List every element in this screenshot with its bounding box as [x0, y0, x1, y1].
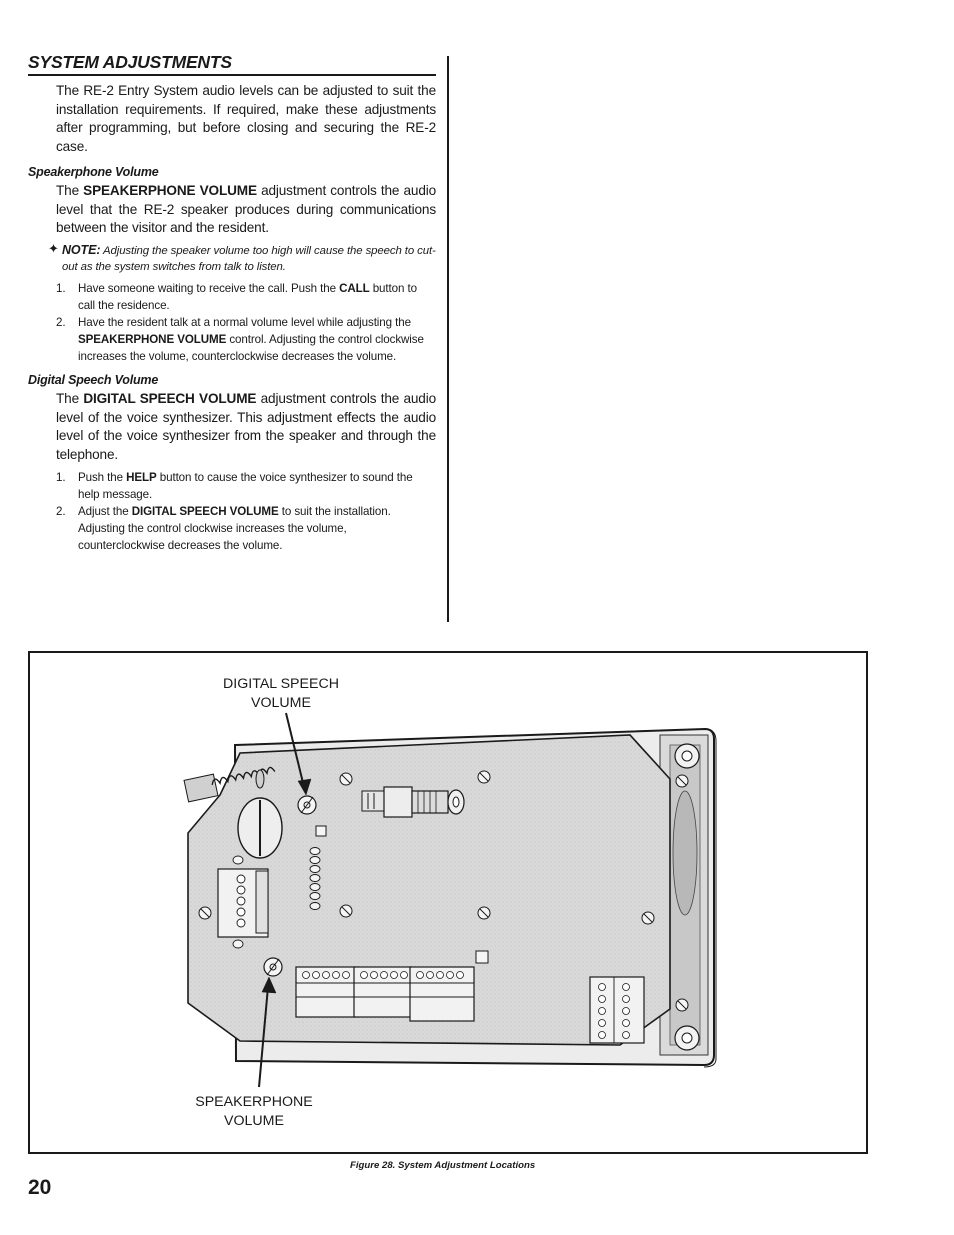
speakerphone-steps: 1.Have someone waiting to receive the ca…: [28, 280, 436, 365]
left-terminal-block-icon: [217, 855, 269, 949]
digital-speech-steps: 1.Push the HELP button to cause the voic…: [28, 469, 436, 554]
list-item: 2.Adjust the DIGITAL SPEECH VOLUME to su…: [56, 504, 391, 552]
spring-icon: [183, 766, 276, 803]
digital-speech-paragraph: The DIGITAL SPEECH VOLUME adjustment con…: [56, 390, 437, 463]
speakerphone-heading: Speakerphone Volume: [28, 164, 159, 179]
microphone-icon: [237, 797, 283, 859]
digital-speech-heading: Digital Speech Volume: [28, 372, 159, 387]
column-divider: [447, 56, 449, 622]
right-terminal-block-icon: [589, 976, 645, 1044]
led-column-icon: [309, 847, 321, 910]
list-item: 2.Have the resident talk at a normal vol…: [56, 315, 424, 363]
callout-arrow-icon: [258, 976, 277, 1088]
list-item: 1.Have someone waiting to receive the ca…: [56, 281, 417, 312]
digital-speech-volume-callout: DIGITAL SPEECH VOLUME: [223, 676, 339, 711]
screw-slot-icon: [200, 772, 687, 1010]
page-number: 20: [28, 1176, 52, 1199]
telephone-connector-icon: [361, 786, 465, 818]
component-icon: [475, 950, 489, 964]
speakerphone-volume-callout: SPEAKERPHONE VOLUME: [195, 1094, 313, 1129]
callout-arrow-icon: [285, 712, 312, 796]
note-label: NOTE:: [62, 242, 101, 257]
speakerphone-volume-pot-icon: [263, 957, 283, 977]
component-icon: [315, 825, 327, 837]
intro-paragraph: The RE-2 Entry System audio levels can b…: [56, 83, 436, 155]
note-marker-icon: ✦: [48, 240, 59, 256]
figure-frame: DIGITAL SPEECH VOLUME SPEAKERPHONE VOLUM…: [28, 651, 868, 1154]
speaker-note: ✦ NOTE: Adjusting the speaker volume too…: [48, 241, 436, 276]
list-item: 1.Push the HELP button to cause the voic…: [56, 470, 413, 501]
section-title: SYSTEM ADJUSTMENTS: [28, 52, 436, 76]
left-column: SYSTEM ADJUSTMENTS The RE-2 Entry System…: [28, 52, 436, 554]
bottom-terminal-blocks-icon: [295, 966, 475, 1022]
digital-speech-volume-pot-icon: [297, 795, 317, 815]
figure-caption: Figure 28. System Adjustment Locations: [350, 1160, 536, 1171]
note-text: Adjusting the speaker volume too high wi…: [62, 244, 436, 274]
speakerphone-paragraph: The SPEAKERPHONE VOLUME adjustment contr…: [56, 182, 437, 236]
circuit-board-illustration: [183, 712, 717, 1088]
